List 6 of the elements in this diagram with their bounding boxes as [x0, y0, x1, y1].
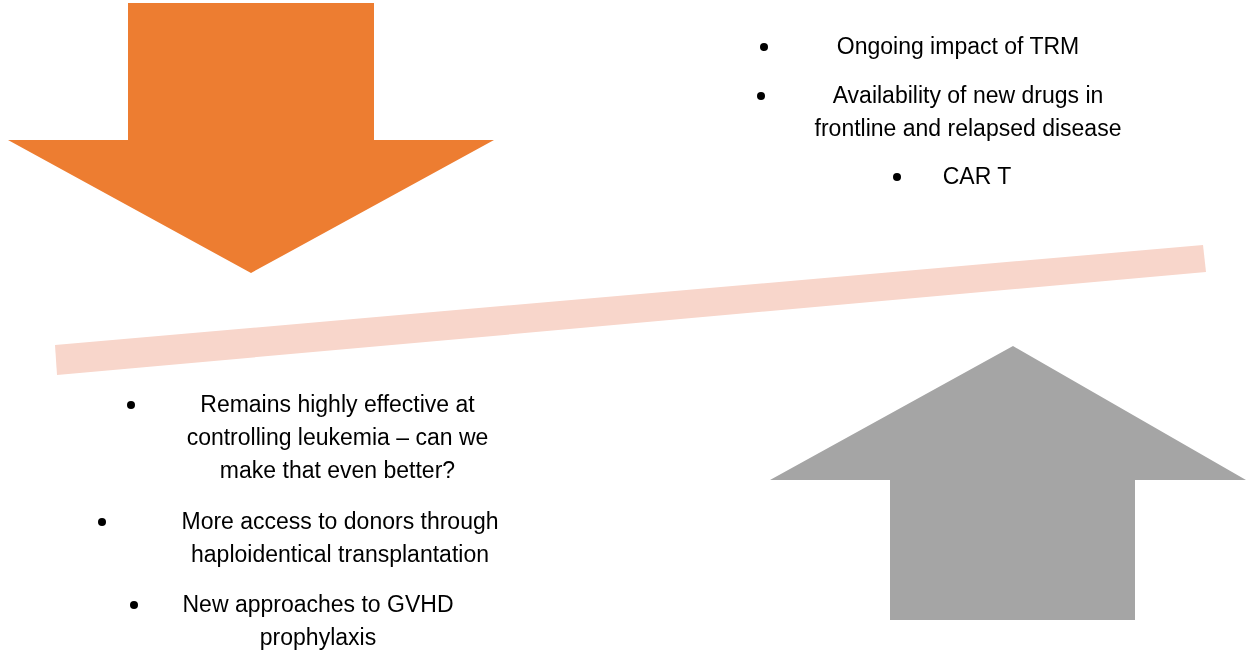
bullet-text: More access to donors through haploidentical transplantation	[180, 507, 500, 569]
bullet-text: New approaches to GVHD prophylaxis	[181, 590, 455, 652]
bullet-text: Remains highly effective at controlling leukemia – can we make that even better?	[185, 390, 490, 485]
bullet-text: CAR T	[941, 162, 1013, 191]
bullet-text: Availability of new drugs in frontline and relapsed disease	[813, 81, 1123, 143]
bullet-text: Ongoing impact of TRM	[835, 32, 1081, 61]
